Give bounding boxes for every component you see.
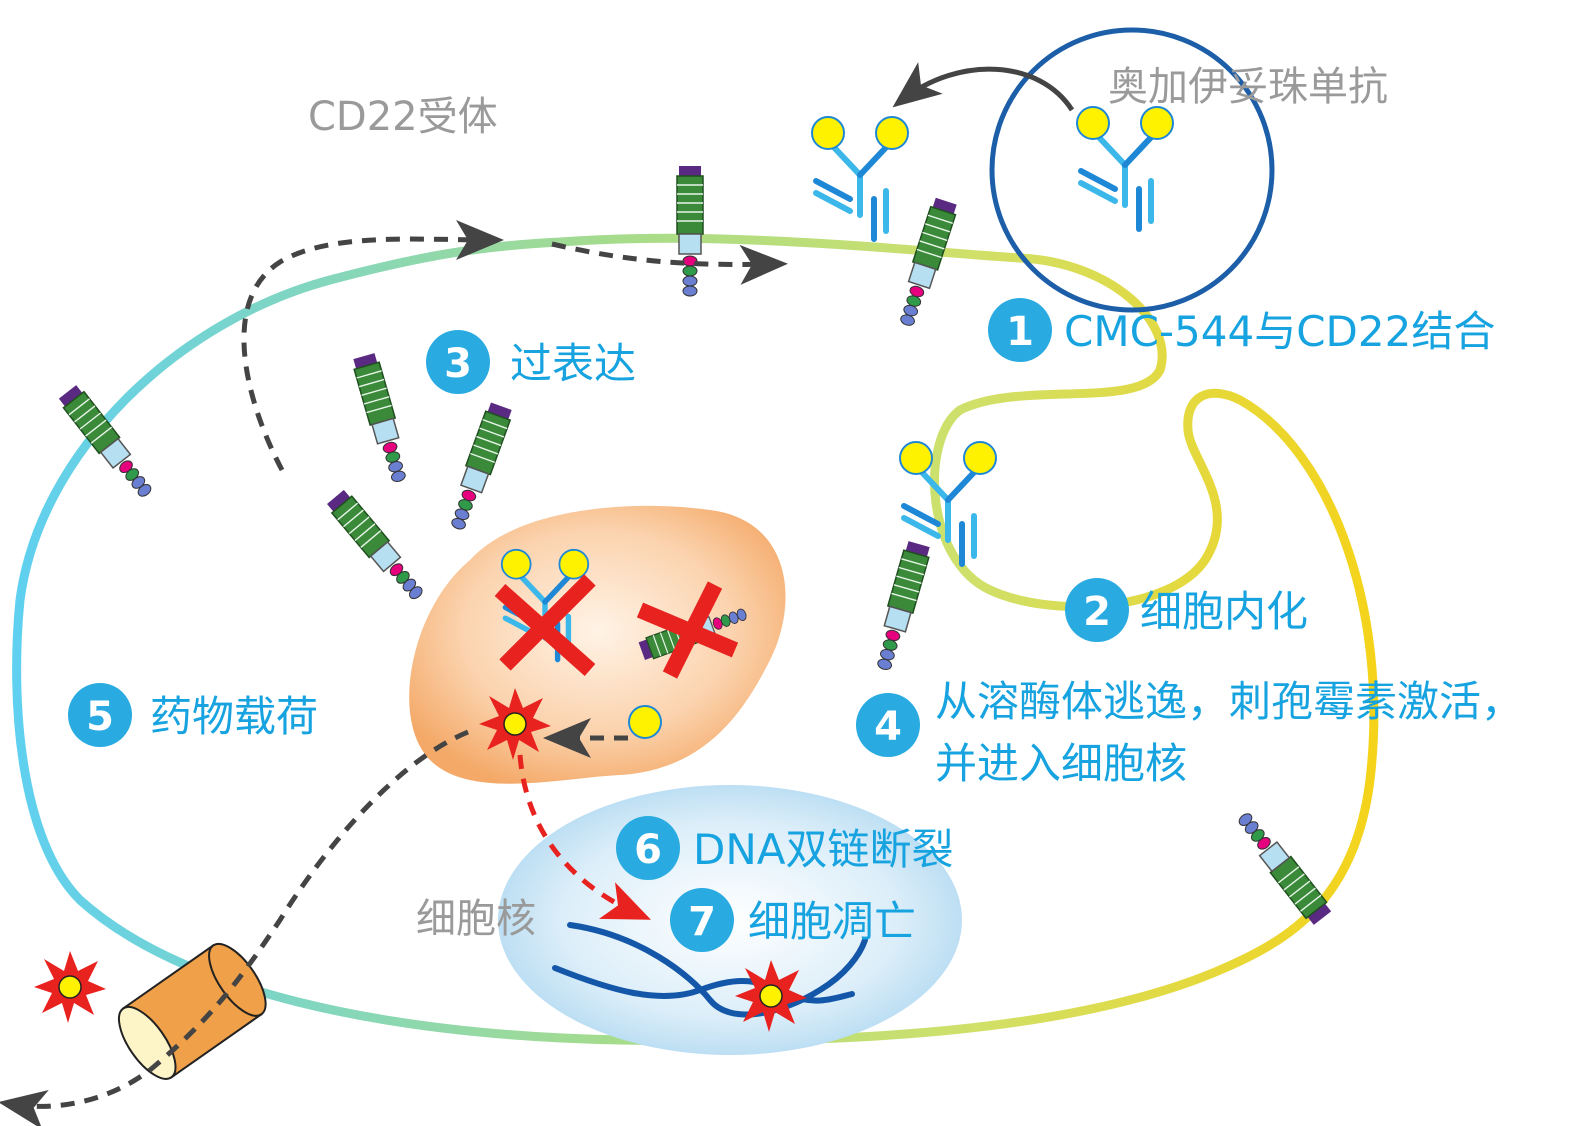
nucleus-entry-arrow — [517, 754, 651, 920]
efflux-arrow — [0, 729, 469, 1126]
svg-text:过表达: 过表达 — [510, 339, 636, 388]
receptor-over-3 — [324, 487, 430, 606]
receptor-over-2 — [443, 401, 515, 534]
svg-text:从溶酶体逃逸，刺孢霉素激活，: 从溶酶体逃逸，刺孢霉素激活， — [935, 677, 1523, 726]
svg-text:CMC-544与CD22结合: CMC-544与CD22结合 — [1064, 307, 1495, 356]
receptor-internalized — [870, 539, 933, 674]
step-3: 3 过表达 — [426, 330, 636, 394]
step-5: 5 药物载荷 — [68, 683, 318, 747]
dna-strands — [552, 922, 868, 1018]
step-6: 6 DNA双链断裂 — [616, 816, 954, 880]
drug-label: 奥加伊妥珠单抗 — [1108, 64, 1388, 110]
step-2: 2 细胞内化 — [1065, 578, 1308, 642]
degraded-antibody — [494, 550, 596, 676]
step-1: 1 CMC-544与CD22结合 — [988, 298, 1495, 362]
receptor-bottom-right — [1231, 806, 1334, 927]
cell-membrane — [12, 233, 1379, 1046]
step-4: 4 从溶酶体逃逸，刺孢霉素激活， 并进入细胞核 — [856, 677, 1523, 788]
svg-text:5: 5 — [86, 694, 114, 740]
antibody-binding — [812, 117, 908, 239]
receptor-left — [56, 383, 159, 504]
svg-text:细胞内化: 细胞内化 — [1140, 587, 1308, 636]
free-payload — [628, 705, 662, 739]
degraded-receptor — [636, 581, 751, 679]
extracellular-star — [33, 950, 107, 1024]
step-7: 7 细胞凋亡 — [670, 888, 916, 952]
svg-text:细胞凋亡: 细胞凋亡 — [748, 897, 916, 946]
svg-text:6: 6 — [634, 827, 662, 873]
recycle-arrow-top — [551, 241, 788, 285]
receptor-bound — [892, 196, 960, 330]
drug-inset — [989, 27, 1275, 313]
receptor-over-1 — [350, 351, 413, 486]
svg-text:4: 4 — [874, 704, 902, 750]
svg-text:3: 3 — [444, 341, 472, 387]
svg-text:7: 7 — [688, 899, 716, 945]
svg-text:DNA双链断裂: DNA双链断裂 — [693, 825, 954, 874]
nucleus-label: 细胞核 — [416, 896, 536, 942]
receptor-label: CD22受体 — [308, 94, 498, 140]
inset-arrow — [892, 62, 1075, 112]
svg-text:1: 1 — [1006, 309, 1034, 355]
svg-text:2: 2 — [1083, 589, 1111, 635]
receptor-top — [676, 165, 704, 297]
recycle-arrow-left — [241, 219, 504, 472]
svg-text:药物载荷: 药物载荷 — [150, 692, 318, 741]
svg-text:并进入细胞核: 并进入细胞核 — [935, 739, 1187, 788]
